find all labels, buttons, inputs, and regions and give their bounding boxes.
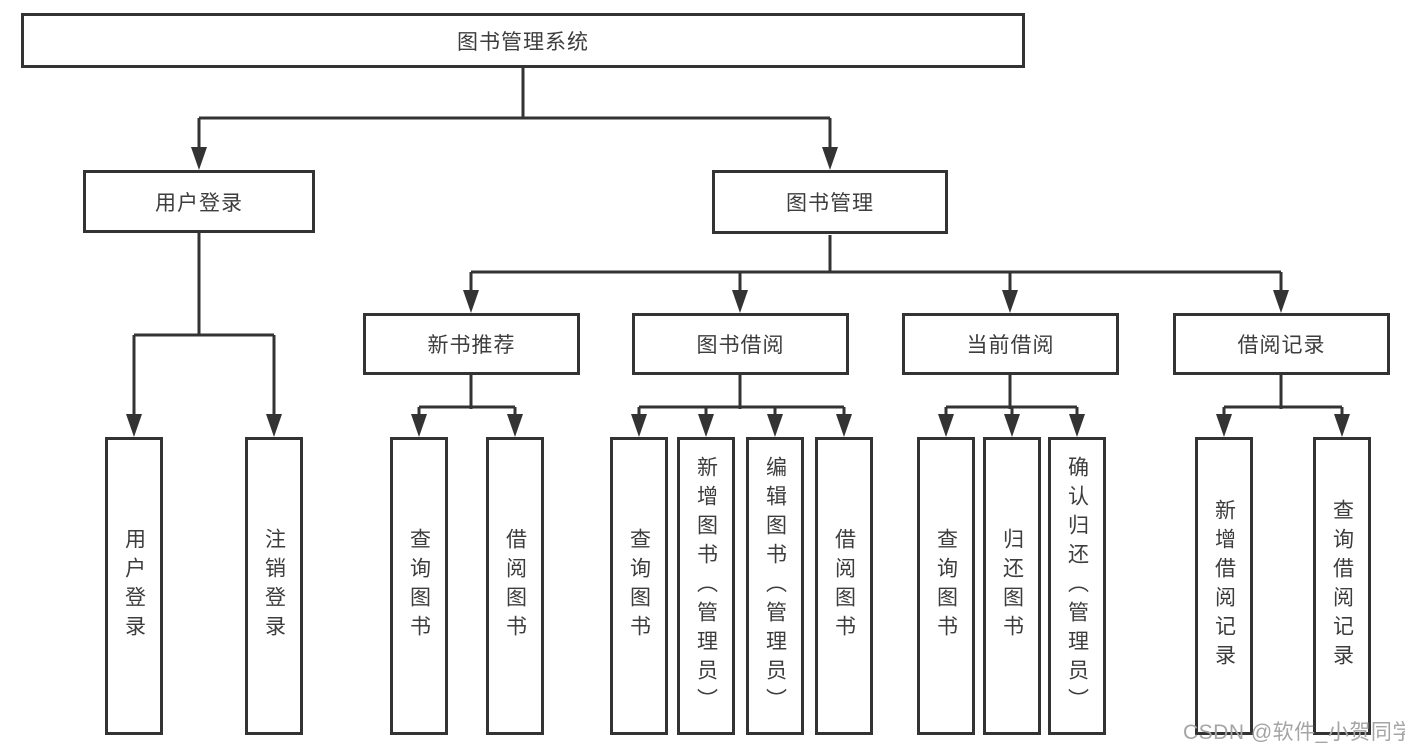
csdn-watermark: CSDN @软件_小贺同学 — [1183, 721, 1405, 744]
node-library-management-system: 图书管理系统 — [21, 13, 1025, 68]
node-book-borrowing: 图书借阅 — [632, 313, 849, 375]
leaf-label: 查询借阅记录 — [1330, 499, 1354, 673]
leaf-label: 注销登录 — [262, 528, 286, 644]
leaf-add-borrow-record: 新增借阅记录 — [1195, 437, 1253, 735]
leaf-label: 查询图书 — [407, 528, 431, 644]
node-label: 图书管理系统 — [457, 30, 589, 54]
node-label: 借阅记录 — [1237, 334, 1326, 357]
leaf-label: 查询图书 — [934, 528, 958, 644]
connector-paths — [132, 68, 1344, 419]
leaf-confirm-return-admin: 确认归还（管理员） — [1048, 437, 1106, 735]
node-current-borrowing: 当前借阅 — [902, 313, 1119, 375]
node-label: 用户登录 — [155, 191, 243, 215]
leaf-label: 编辑图书（管理员） — [763, 455, 787, 717]
leaf-query-books-current: 查询图书 — [917, 437, 975, 735]
leaf-label: 用户登录 — [122, 528, 146, 644]
leaf-borrow-books-recommend: 借阅图书 — [486, 437, 544, 735]
leaf-query-books-recommend: 查询图书 — [390, 437, 448, 735]
leaf-add-book-admin: 新增图书（管理员） — [677, 437, 735, 735]
leaf-user-login: 用户登录 — [105, 437, 163, 735]
node-user-login: 用户登录 — [83, 170, 315, 233]
leaf-borrow-books-borrowing: 借阅图书 — [815, 437, 873, 735]
leaf-edit-book-admin: 编辑图书（管理员） — [746, 437, 804, 735]
leaf-label: 确认归还（管理员） — [1065, 455, 1089, 717]
node-label: 新书推荐 — [427, 334, 516, 357]
leaf-query-books-borrowing: 查询图书 — [610, 437, 668, 735]
node-label: 图书借阅 — [696, 334, 785, 357]
node-borrowing-records: 借阅记录 — [1173, 313, 1390, 375]
leaf-label: 借阅图书 — [503, 528, 527, 644]
node-label: 当前借阅 — [966, 334, 1055, 357]
node-label: 图书管理 — [786, 192, 874, 215]
leaf-label: 归还图书 — [1000, 528, 1024, 644]
arrowhead-icons — [126, 147, 1350, 437]
leaf-label: 新增借阅记录 — [1212, 499, 1236, 673]
leaf-return-book: 归还图书 — [983, 437, 1041, 735]
leaf-logout: 注销登录 — [245, 437, 303, 735]
leaf-label: 新增图书（管理员） — [694, 455, 718, 717]
leaf-label: 借阅图书 — [832, 528, 856, 644]
node-new-book-recommend: 新书推荐 — [363, 313, 580, 375]
leaf-query-borrow-record: 查询借阅记录 — [1313, 437, 1371, 735]
leaf-label: 查询图书 — [627, 528, 651, 644]
node-book-management: 图书管理 — [712, 170, 948, 234]
